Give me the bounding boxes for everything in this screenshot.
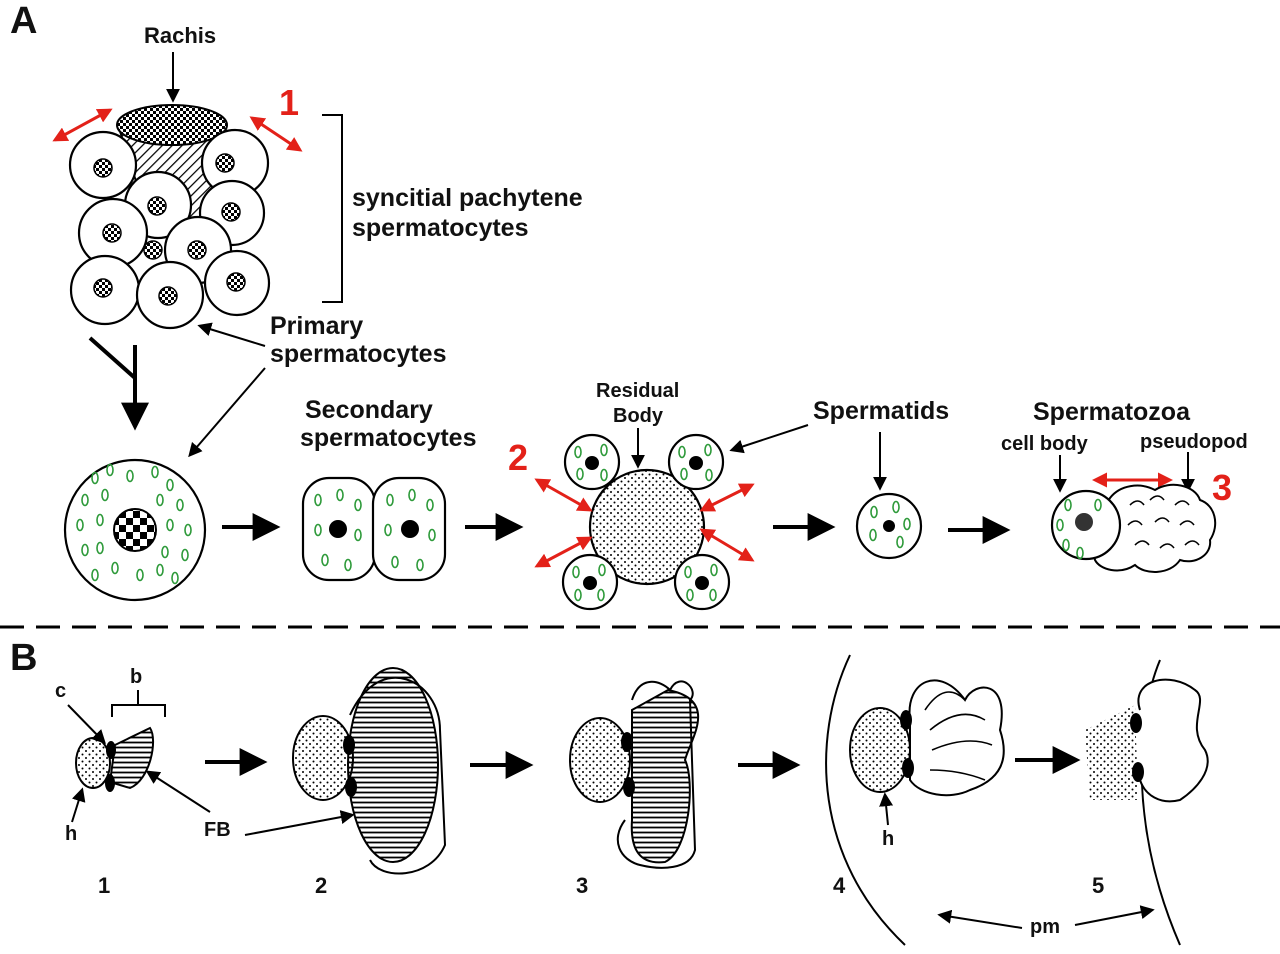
stage-5-drawing <box>1085 659 1209 946</box>
red-arrow-1-left <box>52 108 113 142</box>
fb-arrow-right <box>244 810 355 836</box>
primary-arrow-down <box>188 367 266 458</box>
marker-2: 2 <box>508 437 528 478</box>
fb-arrow-up <box>145 770 211 813</box>
h-arrow-1 <box>71 787 86 823</box>
red-arrows-2 <box>534 478 755 568</box>
primary-spermatocyte-cell <box>63 458 207 602</box>
rachis-label: Rachis <box>144 23 216 48</box>
spermatids-arrow-left <box>729 424 809 454</box>
stage-number-3: 3 <box>576 873 588 898</box>
marker-3: 3 <box>1212 467 1232 508</box>
red-arrow-1-right <box>249 116 303 152</box>
secondary-label-line2: spermatocytes <box>300 424 476 452</box>
pm-arrow-right <box>1074 905 1155 926</box>
fb-label: FB <box>204 819 231 841</box>
primary-arrow-up <box>197 322 266 347</box>
residual-label-line2: Body <box>613 405 664 427</box>
stage-4-drawing <box>825 654 1005 946</box>
stage-2-drawing <box>292 667 447 875</box>
stage-1-drawing <box>75 726 155 792</box>
syncitial-bracket <box>322 114 343 303</box>
b-bracket <box>111 704 166 717</box>
stage-number-2: 2 <box>315 873 327 898</box>
b-label: b <box>130 666 142 688</box>
spermatozoon-cell <box>1050 483 1217 573</box>
panel-a-label: A <box>10 0 37 42</box>
stage-number-4: 4 <box>833 873 846 898</box>
residual-body <box>561 433 731 611</box>
h-label-2: h <box>882 828 894 850</box>
pm-label: pm <box>1030 916 1060 938</box>
panel-b-label: B <box>10 637 37 679</box>
secondary-spermatocyte-cells <box>301 476 447 582</box>
stage-number-5: 5 <box>1092 873 1104 898</box>
primary-label-line1: Primary <box>270 312 363 340</box>
marker-1: 1 <box>279 82 299 123</box>
stage-number-1: 1 <box>98 873 110 898</box>
spermatid-cell <box>855 492 923 560</box>
spermatozoa-label: Spermatozoa <box>1033 398 1191 426</box>
c-label: c <box>55 680 66 702</box>
syncitial-label-line2: spermatocytes <box>352 214 528 242</box>
cell-body-label: cell body <box>1001 433 1089 455</box>
h-label-1: h <box>65 823 77 845</box>
syncitial-cluster <box>68 104 271 330</box>
secondary-label-line1: Secondary <box>305 396 433 424</box>
spermatids-label: Spermatids <box>813 397 949 425</box>
split-arrow <box>88 336 149 431</box>
residual-label-line1: Residual <box>596 380 679 402</box>
stage-3-drawing <box>569 680 700 869</box>
c-arrow <box>67 704 106 745</box>
pm-arrow-left <box>937 909 1023 929</box>
syncitial-label-line1: syncitial pachytene <box>352 184 583 212</box>
pseudopod-label: pseudopod <box>1140 431 1248 453</box>
primary-label-line2: spermatocytes <box>270 340 446 368</box>
h-arrow-2 <box>879 792 894 826</box>
